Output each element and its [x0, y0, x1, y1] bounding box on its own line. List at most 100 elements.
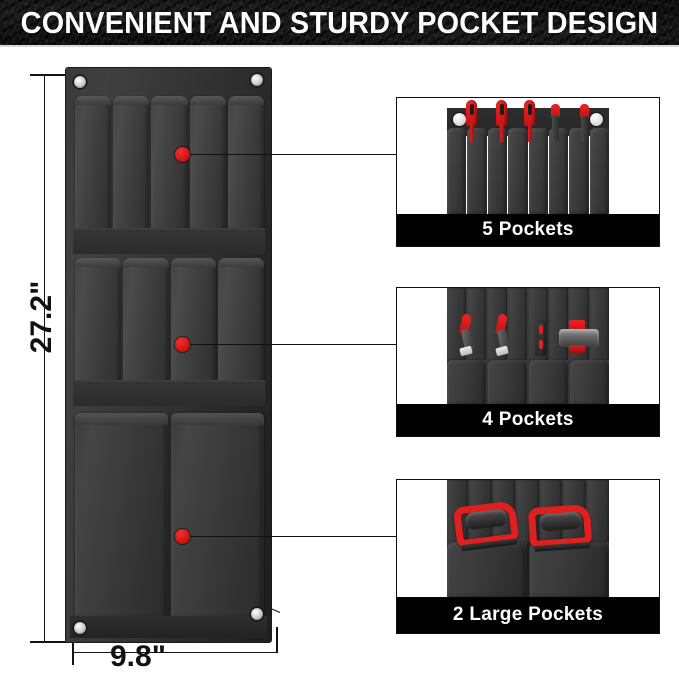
slim-pocket: [447, 128, 467, 214]
screwdriver-shaft: [527, 124, 532, 142]
panel-caption: 5 Pockets: [397, 214, 659, 246]
height-tick-bottom: [59, 641, 73, 643]
tool-body: [552, 116, 559, 142]
callout-panel-2-large-pockets: 2 Large Pockets: [396, 479, 660, 634]
rib: [447, 288, 466, 360]
screwdriver-hole: [527, 104, 532, 115]
hand-saw-icon: [527, 500, 593, 552]
plier-tip: [495, 345, 509, 357]
width-dimension-line: [72, 652, 277, 653]
screwdriver-grip-mark: [538, 340, 543, 349]
grommet-icon: [74, 622, 86, 634]
roller-tab-top: [569, 320, 585, 331]
width-dimension-label: 9.8": [110, 640, 166, 673]
tool-handle: [580, 104, 589, 118]
grommet-icon: [251, 608, 263, 620]
page-title: CONVENIENT AND STURDY POCKET DESIGN: [20, 4, 659, 40]
panel-photo-inner: [447, 288, 609, 404]
large-pocket: [75, 413, 168, 618]
callout-connector-top: [188, 154, 396, 155]
large-pocket: [171, 413, 264, 618]
panel-photo-inner: [447, 98, 609, 214]
screwdriver-icon: [535, 320, 546, 362]
slim-pocket: [75, 258, 121, 382]
screwdriver-icon: [466, 100, 477, 142]
rib: [447, 480, 469, 542]
roller-tool-icon: [559, 320, 599, 354]
product-image: [66, 68, 271, 642]
large-pocket: [447, 542, 527, 597]
grommet-icon: [453, 113, 466, 126]
slim-pocket: [548, 128, 569, 214]
callout-marker-top: [175, 147, 190, 162]
screwdriver-hole: [499, 104, 504, 115]
panel-photo: [397, 288, 659, 404]
height-dimension-cap-bottom: [30, 641, 59, 643]
pocket-row-middle: [75, 258, 264, 382]
banner-underline: [0, 45, 679, 47]
slim-pocket: [189, 96, 227, 230]
pocket-row-large: [75, 413, 264, 618]
slim-pocket: [589, 128, 609, 214]
slim-pocket: [75, 96, 112, 230]
plier-tip: [459, 345, 473, 357]
height-dimension-label: 27.2": [25, 280, 58, 354]
screwdriver-shaft: [499, 124, 504, 142]
panel-photo-inner: [447, 480, 609, 597]
callout-marker-bottom: [175, 529, 190, 544]
callout-connector-middle: [188, 344, 396, 345]
callout-panel-4-pockets: 4 Pockets: [396, 287, 660, 437]
pocket-divider: [527, 542, 529, 597]
panel-caption: 2 Large Pockets: [397, 597, 659, 633]
row-divider-top: [73, 228, 265, 254]
height-dimension-cap-top: [30, 74, 59, 76]
screwdriver-hole: [469, 104, 474, 115]
product-body: [66, 68, 271, 642]
slim-pocket: [113, 96, 150, 230]
screwdriver-icon: [524, 100, 535, 142]
slim-pocket: [508, 128, 528, 214]
pocket-row-top: [75, 96, 265, 230]
hand-saw-icon: [452, 496, 520, 552]
height-dimension-line: [44, 74, 45, 642]
slim-pocket: [227, 96, 265, 230]
saw-grip: [539, 511, 583, 532]
panel-caption: 4 Pockets: [397, 404, 659, 436]
panel-photo: [397, 480, 659, 597]
slim-pocket: [122, 258, 169, 382]
slim-pocket: [569, 128, 589, 214]
banner-texture: [0, 0, 679, 45]
tool-body: [581, 116, 588, 142]
height-tick-top: [59, 74, 71, 76]
callout-panel-5-pockets: 5 Pockets: [396, 97, 660, 247]
slim-pocket: [170, 258, 217, 382]
roller-tab-bottom: [569, 345, 585, 353]
slim-pocket: [467, 128, 487, 214]
screwdriver-shaft: [469, 124, 474, 142]
roller-body: [559, 329, 599, 347]
width-dimension-cap-right: [276, 627, 278, 653]
slim-pocket: [487, 128, 508, 214]
screwdriver-handle: [524, 100, 535, 126]
screwdriver-handle: [535, 320, 546, 356]
tool-icon: [551, 104, 560, 142]
callout-marker-middle: [175, 337, 190, 352]
pocket: [570, 360, 609, 404]
rib: [517, 480, 539, 542]
screwdriver-handle: [496, 100, 507, 126]
slim-pocket: [218, 258, 264, 382]
callout-connector-bottom: [188, 536, 396, 537]
grommet-icon: [74, 76, 86, 88]
plier-icon: [459, 313, 481, 362]
row-divider-middle: [73, 380, 265, 406]
product-bottom-strip: [70, 616, 267, 638]
width-dimension-cap-left: [72, 639, 74, 665]
rib: [587, 480, 609, 542]
pocket: [447, 360, 486, 404]
plier-icon: [495, 313, 517, 362]
tool-icon: [580, 104, 589, 142]
header-banner: CONVENIENT AND STURDY POCKET DESIGN: [0, 0, 679, 45]
pocket: [529, 360, 568, 404]
screwdriver-icon: [496, 100, 507, 142]
slim-pocket: [528, 128, 548, 214]
